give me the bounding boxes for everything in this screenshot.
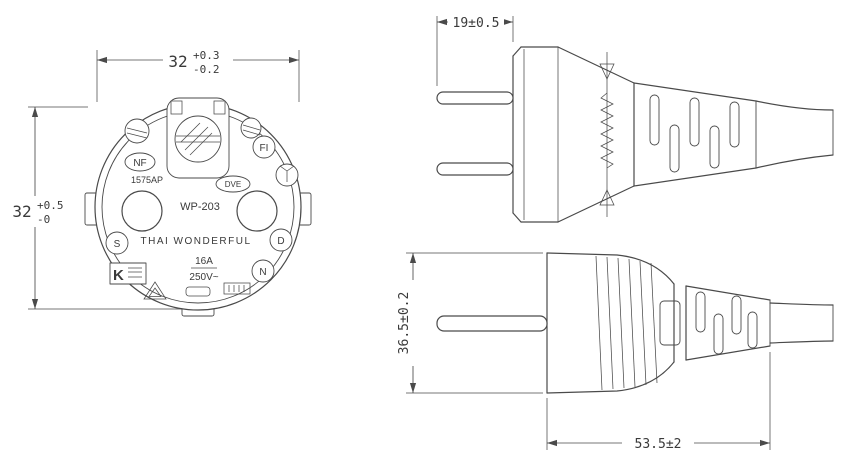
earth-hatch-lines xyxy=(176,122,220,156)
dimension-front-width: 32 +0.3 -0.2 xyxy=(96,45,300,102)
earth-contact-assembly xyxy=(166,97,230,179)
d-mark: D xyxy=(269,228,293,252)
kema-keur-small-text xyxy=(128,267,142,278)
front-width-tol-minus: -0.2 xyxy=(193,63,220,76)
vde-mark-label: DVE xyxy=(225,180,241,189)
s-mark: S xyxy=(105,231,129,255)
body-length-value: 53.5±2 xyxy=(635,437,682,452)
dimension-front-height: 32 +0.5 -0 xyxy=(6,106,182,310)
kema-keur-mark: K xyxy=(109,262,147,285)
earth-contact-circle xyxy=(174,115,222,163)
nf-mark: NF xyxy=(124,152,156,172)
dimension-body-length: 53.5±2 xyxy=(546,352,771,452)
kema-keur-label: K xyxy=(113,267,124,284)
screw-left xyxy=(124,118,150,144)
approval-number: 1575AP xyxy=(131,175,163,185)
pin-hole-right xyxy=(236,190,278,232)
side-view xyxy=(436,46,834,223)
side-cable xyxy=(755,100,834,169)
top-strain-relief xyxy=(685,285,771,361)
top-cable xyxy=(769,302,834,344)
top-view xyxy=(436,252,834,394)
side-strain-relief xyxy=(633,82,757,187)
trident-cert-mark xyxy=(275,163,299,187)
top-body-outline xyxy=(546,252,687,394)
front-width-value: 32 xyxy=(168,52,187,71)
electrical-rating: 16A 250V~ xyxy=(189,256,218,283)
pin-upper xyxy=(436,91,514,105)
dimension-pin-length: 19±0.5 xyxy=(436,13,514,86)
model-number: WP-203 xyxy=(180,201,220,213)
earth-notch-left xyxy=(170,100,183,115)
front-height-tol-plus: +0.5 xyxy=(37,199,64,212)
earth-contact-housing xyxy=(166,97,230,179)
front-width-tol-plus: +0.3 xyxy=(193,49,220,62)
screw-right xyxy=(240,117,262,139)
pin-hole-left xyxy=(121,190,163,232)
n-mark: N xyxy=(251,259,275,283)
small-box-mark xyxy=(185,286,211,297)
front-view: NF 1575AP FI DVE WP-203 THAI WONDERFUL xyxy=(84,97,312,317)
side-body-outline xyxy=(512,46,635,223)
front-height-value: 32 xyxy=(12,202,31,221)
brand-name: THAI WONDERFUL xyxy=(141,236,252,247)
vde-mark: DVE xyxy=(215,175,251,193)
nf-mark-label: NF xyxy=(133,158,146,169)
n-mark-label: N xyxy=(259,267,266,278)
assembly-screw-symbol xyxy=(599,52,615,217)
pin-lower xyxy=(436,162,514,176)
comb-cert-mark xyxy=(223,282,251,295)
body-width-value: 36.5±0.2 xyxy=(397,292,412,355)
earth-notch-right xyxy=(213,100,226,115)
s-mark-label: S xyxy=(114,239,121,250)
triangle-cert-mark xyxy=(143,281,167,300)
d-mark-label: D xyxy=(277,236,284,247)
voltage-rating: 250V~ xyxy=(189,272,218,283)
front-height-tol-minus: -0 xyxy=(37,213,50,226)
grip-rib-lines xyxy=(595,255,658,391)
current-rating: 16A xyxy=(195,256,213,267)
neck-latch-detail xyxy=(659,300,681,346)
pin-length-value: 19±0.5 xyxy=(453,16,500,31)
fi-mark: FI xyxy=(252,135,276,159)
fi-mark-label: FI xyxy=(260,143,269,154)
pin-top-view xyxy=(436,315,548,332)
dimension-body-width: 36.5±0.2 xyxy=(395,252,543,394)
